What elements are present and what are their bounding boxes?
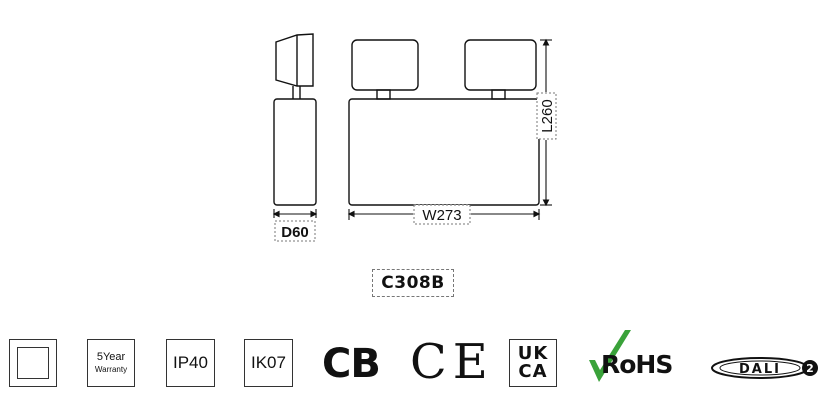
- warranty-badge: 5Year Warranty: [87, 339, 135, 387]
- front-right-bracket: [491, 89, 506, 100]
- cb-mark: CB: [322, 341, 381, 387]
- side-view-body: [273, 98, 317, 206]
- front-left-bracket: [376, 89, 391, 100]
- front-view-body: [348, 98, 540, 206]
- dali-mark: DALI 2: [710, 348, 820, 388]
- rohs-check-icon: [589, 330, 631, 382]
- depth-dimension-label: D60: [281, 224, 309, 241]
- ce-mark: CE: [410, 334, 494, 390]
- rohs-text: RoHS: [601, 350, 673, 379]
- dali-version: 2: [806, 362, 814, 375]
- class-ii-icon: [9, 339, 57, 387]
- front-left-lamp-head: [351, 39, 419, 91]
- side-view-lamp-head: [275, 33, 314, 87]
- length-dimension-label: L260: [539, 99, 556, 132]
- model-number: C308B: [372, 269, 454, 297]
- ik-rating-badge: IK07: [244, 339, 293, 387]
- width-dimension-label: W273: [422, 207, 461, 224]
- ukca-line1: UK: [517, 343, 549, 364]
- ukca-mark: UK CA: [509, 339, 557, 387]
- rohs-mark: RoHS: [585, 326, 685, 388]
- warranty-word: Warranty: [94, 364, 128, 374]
- front-right-lamp-head: [464, 39, 537, 91]
- ukca-line2: CA: [518, 361, 548, 382]
- dali-text: DALI: [739, 362, 781, 377]
- warranty-years: 5Year: [96, 350, 126, 363]
- technical-drawing: D60 W273 L260: [272, 33, 557, 242]
- class-ii-inner-square: [17, 347, 49, 379]
- ip-rating-badge: IP40: [166, 339, 215, 387]
